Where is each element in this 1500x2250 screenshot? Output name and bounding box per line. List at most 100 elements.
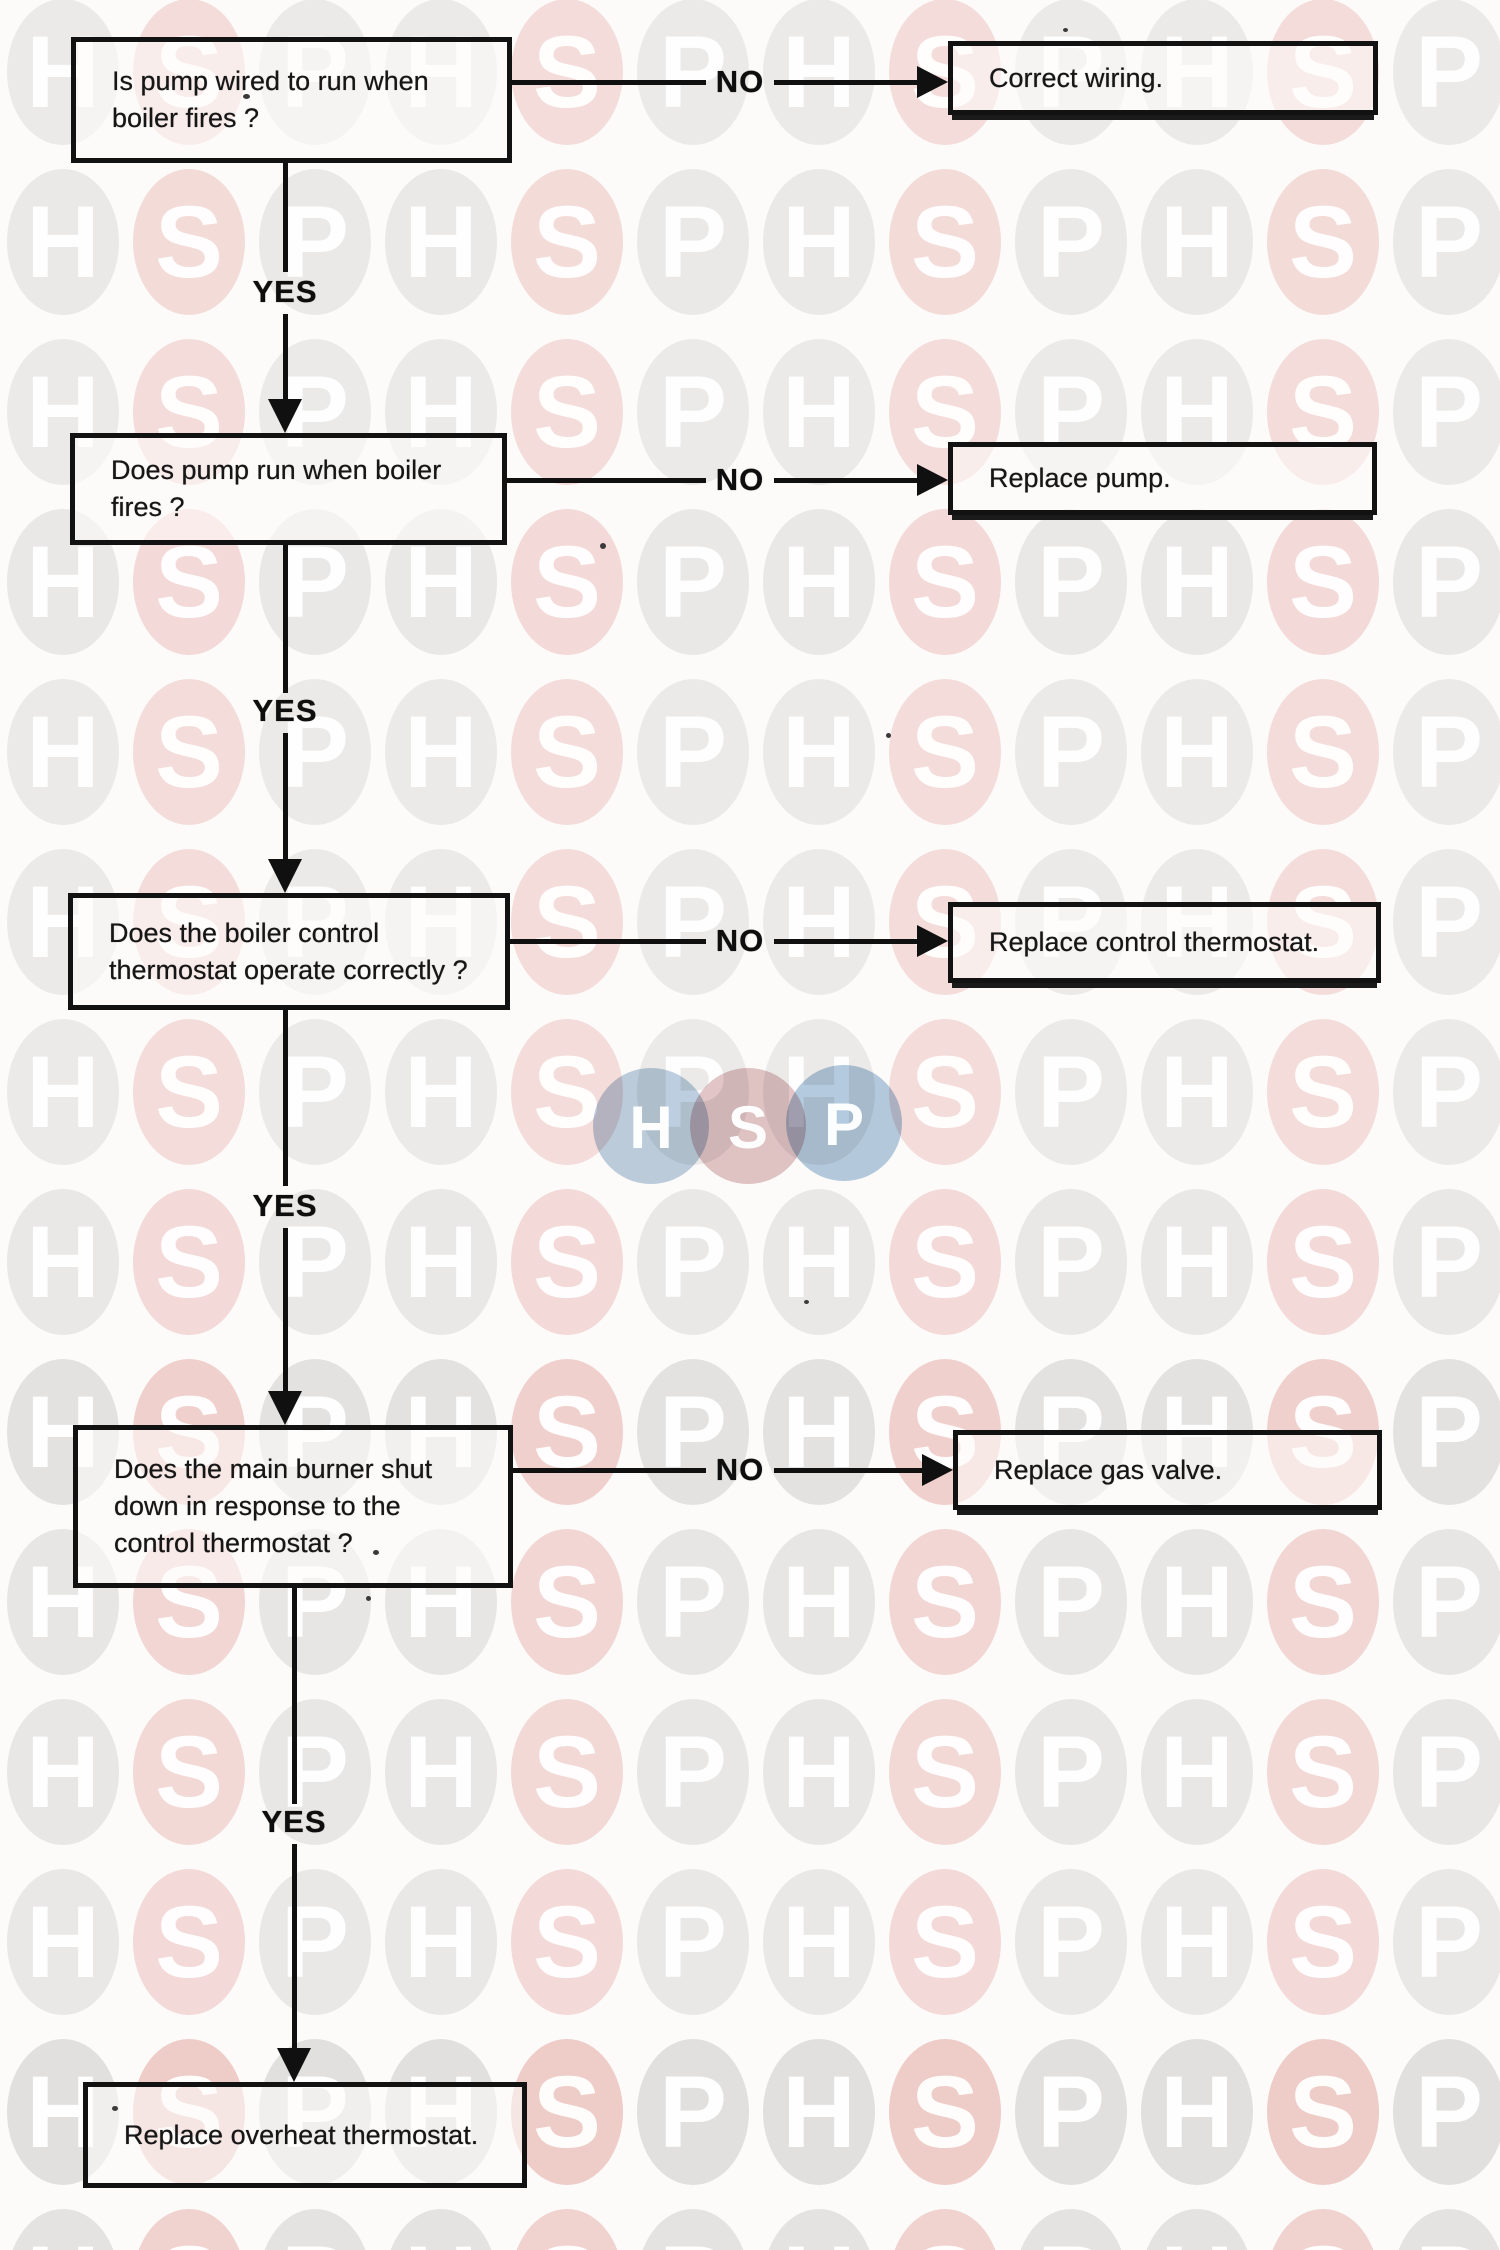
watermark-circle-p: P — [259, 1699, 371, 1845]
watermark-letter: S — [154, 185, 224, 299]
watermark-letter: S — [1288, 2055, 1358, 2169]
watermark-circle-s: S — [889, 509, 1001, 655]
watermark-letter: H — [1160, 1205, 1234, 1319]
scan-speck — [243, 94, 250, 99]
watermark-circle-h: H — [7, 169, 119, 315]
scan-speck — [600, 543, 606, 549]
arrowhead-right-3 — [917, 925, 948, 957]
watermark-circle-h: H — [1141, 1869, 1253, 2015]
watermark-letter: H — [782, 525, 856, 639]
watermark-letter: H — [782, 1205, 856, 1319]
yes-connector-3-line — [283, 1228, 288, 1391]
watermark-circle-p: P — [1393, 1189, 1500, 1335]
watermark-circle-h: H — [1141, 1019, 1253, 1165]
watermark-circle-h: H — [763, 169, 875, 315]
watermark-circle-s: S — [1267, 509, 1379, 655]
arrowhead-down-2 — [268, 859, 302, 893]
watermark-letter: H — [26, 1205, 100, 1319]
watermark-circle-h: H — [763, 0, 875, 145]
watermark-circle-p: P — [1393, 509, 1500, 655]
watermark-letter: S — [910, 1545, 980, 1659]
watermark-letter: H — [26, 1035, 100, 1149]
watermark-circle-s: S — [889, 1529, 1001, 1675]
watermark-letter: P — [658, 15, 728, 129]
watermark-circle-p: P — [637, 2209, 749, 2250]
watermark-circle-s: S — [1267, 2039, 1379, 2185]
watermark-letter: H — [26, 1885, 100, 1999]
watermark-letter: S — [1288, 1885, 1358, 1999]
watermark-letter: S — [154, 1885, 224, 1999]
watermark-circle-s: S — [511, 339, 623, 485]
watermark-circle-s: S — [511, 679, 623, 825]
watermark-circle-s: S — [133, 2209, 245, 2250]
watermark-circle-p: P — [1015, 2209, 1127, 2250]
watermark-letter: S — [910, 525, 980, 639]
watermark-circle-h: H — [1141, 1189, 1253, 1335]
watermark-circle-s: S — [889, 169, 1001, 315]
watermark-letter: H — [1160, 525, 1234, 639]
no-connector-1-line — [774, 80, 918, 85]
scan-speck — [112, 2106, 118, 2111]
watermark-letter: S — [911, 2231, 979, 2250]
watermark-circle-s: S — [889, 1699, 1001, 1845]
watermark-circle-s: S — [1267, 2209, 1379, 2250]
watermark-letter: S — [154, 1715, 224, 1829]
watermark-circle-h: H — [385, 679, 497, 825]
watermark-circle-s: S — [511, 849, 623, 995]
watermark-letter: S — [1289, 2231, 1357, 2250]
watermark-letter: H — [782, 1545, 856, 1659]
watermark-circle-h: H — [763, 2039, 875, 2185]
watermark-letter: P — [658, 185, 728, 299]
no-label-4: NO — [715, 1452, 765, 1487]
watermark-circle-h: H — [763, 2209, 875, 2250]
watermark-circle-p: P — [259, 1019, 371, 1165]
watermark-letter: H — [1160, 1715, 1234, 1829]
watermark-letter: S — [532, 1375, 602, 1489]
watermark-circle-p: P — [1393, 2039, 1500, 2185]
arrowhead-right-1 — [917, 66, 948, 98]
watermark-circle-h: H — [763, 339, 875, 485]
no-label-1: NO — [715, 64, 765, 99]
watermark-letter: S — [532, 185, 602, 299]
action-text-1: Correct wiring. — [989, 62, 1164, 93]
watermark-letter: P — [280, 525, 350, 639]
watermark-circle-h: H — [1141, 2039, 1253, 2185]
watermark-letter: P — [1414, 1375, 1484, 1489]
watermark-circle-h: H — [763, 1189, 875, 1335]
watermark-letter: S — [1288, 1035, 1358, 1149]
watermark-letter: P — [1414, 525, 1484, 639]
watermark-letter: P — [280, 185, 350, 299]
watermark-letter: P — [1036, 185, 1106, 299]
watermark-letter: P — [1414, 1715, 1484, 1829]
watermark-letter: S — [910, 2055, 980, 2169]
watermark-circle-p: P — [1393, 1529, 1500, 1675]
no-connector-3-line — [774, 939, 918, 944]
watermark-circle-p: P — [1393, 1019, 1500, 1165]
yes-connector-1-line — [283, 163, 288, 272]
watermark-letter: H — [782, 15, 856, 129]
watermark-circle-s: S — [133, 1189, 245, 1335]
watermark-circle-h: H — [7, 1699, 119, 1845]
watermark-letter: H — [26, 695, 100, 809]
watermark-letter: H — [404, 185, 478, 299]
yes-connector-2-line — [283, 545, 288, 693]
watermark-letter: P — [658, 355, 728, 469]
watermark-circle-p: P — [637, 1699, 749, 1845]
watermark-circle-p: P — [1393, 679, 1500, 825]
arrowhead-right-2 — [917, 464, 948, 496]
watermark-letter: H — [1160, 1035, 1234, 1149]
watermark-circle-h: H — [763, 849, 875, 995]
watermark-letter: P — [1414, 1545, 1484, 1659]
watermark-circle-h: H — [385, 1699, 497, 1845]
watermark-letter: P — [1036, 525, 1106, 639]
watermark-letter: H — [26, 525, 100, 639]
watermark-circle-p: P — [637, 2039, 749, 2185]
watermark-letter: P — [658, 525, 728, 639]
watermark-circle-h: H — [7, 2209, 119, 2250]
watermark-circle-s: S — [133, 1019, 245, 1165]
yes-label-1: YES — [252, 274, 318, 309]
no-connector-4-line — [513, 1468, 706, 1473]
watermark-circle-s: S — [133, 679, 245, 825]
watermark-circle-h: H — [763, 1699, 875, 1845]
logo-letter-p: P — [823, 1091, 865, 1158]
